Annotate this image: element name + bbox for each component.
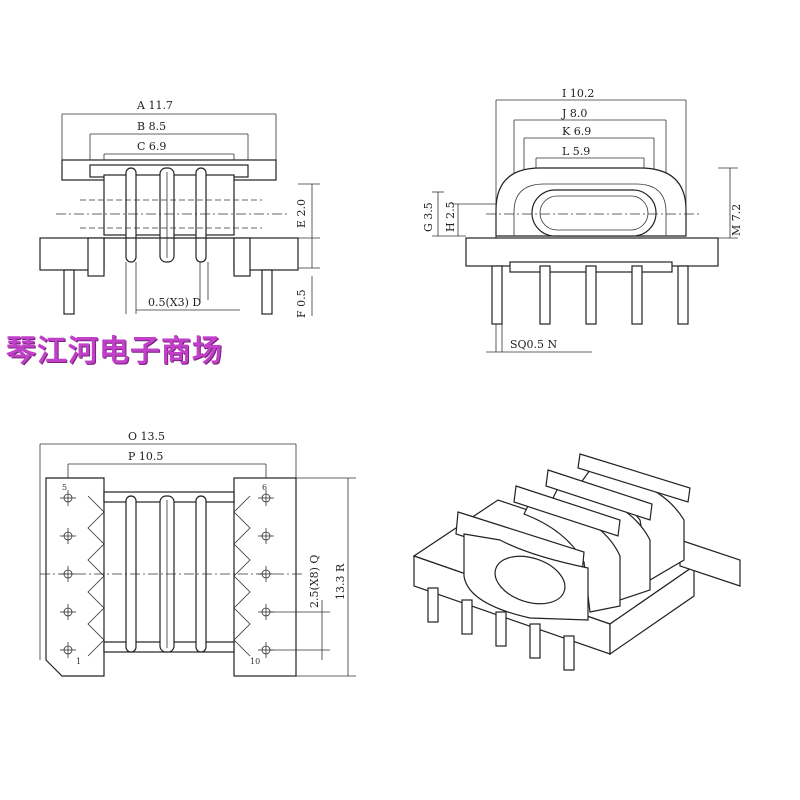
dim-m: M 7.2 (730, 204, 743, 236)
dim-j: J 8.0 (561, 107, 587, 120)
dim-l: L 5.9 (562, 145, 590, 158)
dim-i: I 10.2 (562, 87, 594, 100)
dim-o: O 13.5 (128, 430, 165, 443)
dim-k: K 6.9 (562, 125, 591, 138)
dim-r: 13.3 R (334, 563, 347, 600)
dim-a: A 11.7 (136, 99, 173, 112)
dim-n: SQ0.5 N (510, 338, 558, 351)
dim-g: G 3.5 (422, 202, 435, 232)
pin-label-5: 5 (62, 483, 67, 492)
dim-e: E 2.0 (295, 199, 308, 228)
dim-f: F 0.5 (295, 289, 308, 318)
dim-q: 2.5(X8) Q (308, 555, 321, 608)
watermark-text: 琴江河电子商场 (6, 334, 223, 369)
pin-label-6: 6 (262, 483, 267, 492)
dim-c: C 6.9 (137, 140, 166, 153)
pin-label-10: 10 (250, 657, 260, 666)
dim-d: 0.5(X3) D (148, 296, 201, 309)
pin-label-1: 1 (76, 657, 81, 666)
dim-h: H 2.5 (444, 201, 457, 232)
dim-p: P 10.5 (128, 450, 163, 463)
dim-b: B 8.5 (137, 120, 166, 133)
